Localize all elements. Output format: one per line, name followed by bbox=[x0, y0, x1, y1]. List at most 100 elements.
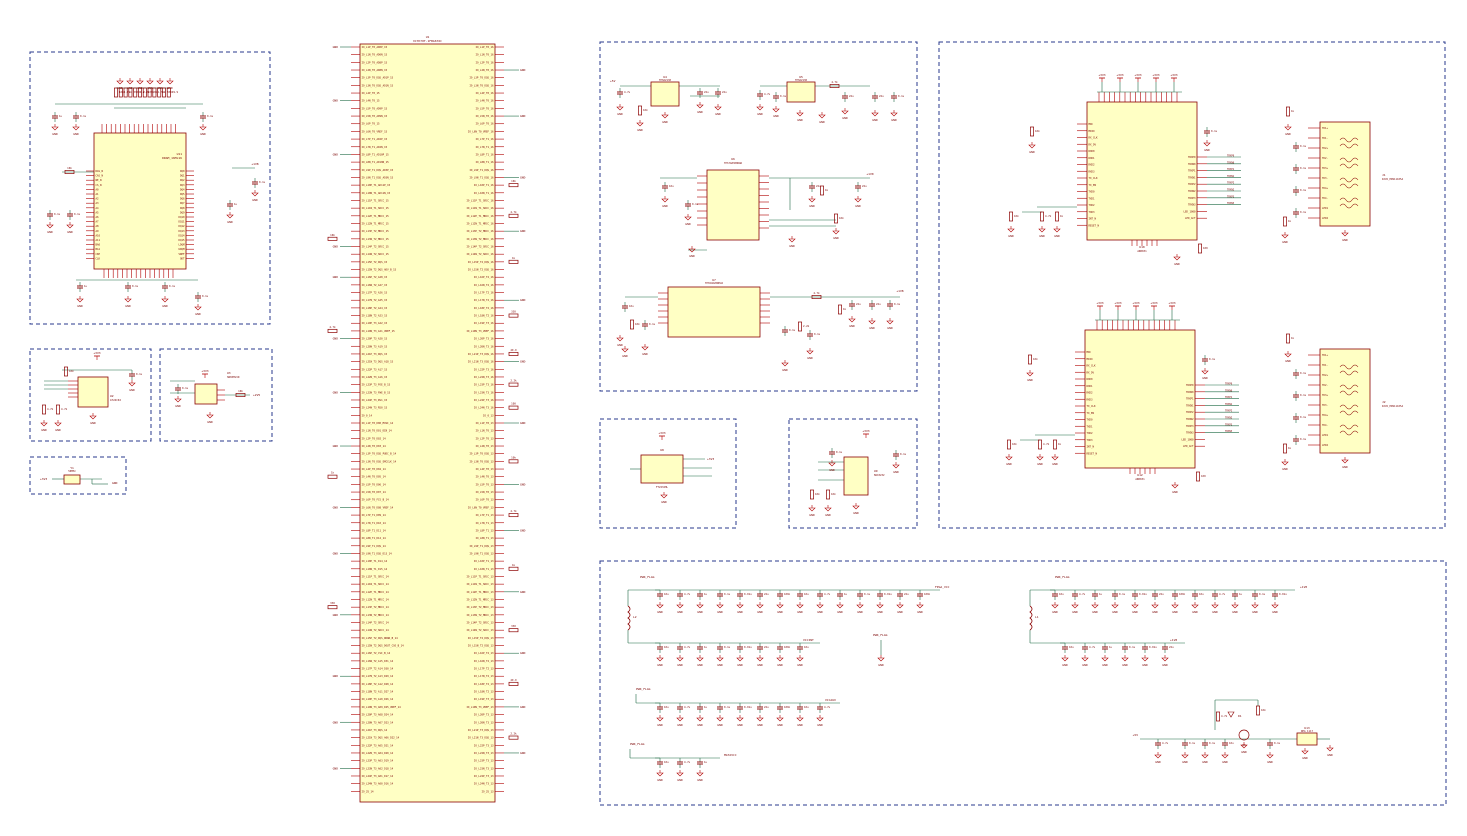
capacitor-value: 10u bbox=[669, 184, 674, 188]
resistor-body bbox=[1256, 705, 1260, 716]
pin-name: TRXN0 bbox=[1186, 390, 1194, 394]
ground-icon bbox=[1111, 604, 1119, 609]
ground-label: GND bbox=[1054, 234, 1060, 238]
resistor: 1k bbox=[508, 256, 519, 264]
pin-name: RESET_N bbox=[1087, 451, 1098, 455]
pin-name: IO_L5P_T0_13 bbox=[475, 482, 494, 486]
pin-name: IO_L14N_T2_SRCC_16 bbox=[466, 252, 494, 256]
capacitor-value: 0.1u bbox=[1211, 129, 1218, 133]
capacitor: 100n bbox=[777, 590, 791, 600]
left-net-label: GND bbox=[333, 390, 339, 394]
pin-name: DQ6 bbox=[180, 197, 185, 201]
rj45-j1 bbox=[1319, 121, 1371, 227]
pin-name: RX_DV bbox=[1087, 370, 1095, 374]
pin-name: DQ3 bbox=[180, 183, 185, 187]
ground-symbol: GND bbox=[1181, 752, 1189, 764]
pin-name: IO_L5P_T0_16 bbox=[475, 106, 494, 110]
ground-symbol: GND bbox=[916, 602, 924, 614]
ground-symbol: GND bbox=[868, 318, 876, 330]
resistor: 1k bbox=[1053, 439, 1062, 450]
resistor-body bbox=[508, 382, 519, 387]
pin-name: IO_L1N_T0_13 bbox=[475, 429, 494, 433]
pin-name: RESET_N bbox=[1089, 223, 1100, 227]
pin-name: IO_L2P_T0_AD8P_15 bbox=[362, 60, 388, 64]
ground-icon bbox=[166, 80, 174, 85]
resistor: 10k bbox=[1009, 211, 1019, 222]
pin-name: TXD2 bbox=[1087, 431, 1094, 435]
capacitor: 0.1u bbox=[1293, 142, 1307, 152]
transformer-coil-icon bbox=[1339, 183, 1359, 189]
pin-name: IO_L21P_T3_DQS_13 bbox=[468, 728, 494, 732]
pin-name: IO_L16P_T2_CSI_B_14 bbox=[362, 651, 391, 655]
capacitor-value: 0.1u bbox=[182, 386, 189, 390]
pin-name: IO_L5N_T0_D07_14 bbox=[362, 490, 387, 494]
ground-label: GND bbox=[797, 118, 803, 122]
pin-name: TRXP0 bbox=[1188, 155, 1196, 159]
pin-name: DQ10 bbox=[178, 215, 185, 219]
ground-label: GND bbox=[657, 778, 663, 782]
ground-icon bbox=[621, 348, 629, 353]
resistor-body bbox=[508, 313, 519, 318]
pin-name: IO_L12N_T1_MRCC_13 bbox=[466, 597, 494, 601]
pin-name: IO_L18N_T2_16 bbox=[474, 314, 494, 318]
capacitor-value: 22u bbox=[704, 90, 709, 94]
rj45-pin: TD2- bbox=[1322, 383, 1329, 387]
ground-label: GND bbox=[1232, 610, 1238, 614]
pin-name: TRXP3 bbox=[1188, 196, 1196, 200]
pin-name: IO_L2P_T0_16 bbox=[475, 60, 494, 64]
ground-symbol: GND bbox=[828, 460, 836, 472]
capacitor-value: 0.1u bbox=[136, 372, 143, 376]
pin-name: IO_L9N_T1_DQS_16 bbox=[469, 175, 494, 179]
pin-name: IO_L24N_T3_A00_D16_14 bbox=[362, 782, 394, 786]
ground-label: GND bbox=[849, 324, 855, 328]
pin-name: IO_L3N_T0_DQS_EMCCLK_14 bbox=[362, 459, 397, 463]
resistor: 330 bbox=[508, 310, 519, 318]
component-layer: 10k4.7k1k33049.92.2k10010k4.7k1k33049.92… bbox=[40, 43, 1371, 803]
ground-symbol: GND bbox=[808, 505, 816, 517]
capacitor: 0.1u bbox=[891, 92, 905, 102]
resistor-body bbox=[1196, 471, 1200, 482]
pin-name: IO_L6N_T0_VREF_13 bbox=[468, 505, 494, 509]
resistor: 1k bbox=[838, 304, 847, 315]
pin-name: TRXP1 bbox=[1188, 169, 1196, 173]
pin-name: A7 bbox=[96, 220, 100, 224]
resistor-value: 49.9 bbox=[172, 90, 179, 94]
pin-name: IO_L12P_T1_MRCC_15 bbox=[362, 214, 390, 218]
eth-trace-label: TRXN2 bbox=[1225, 417, 1233, 420]
resistor: 4.7k bbox=[1038, 439, 1050, 450]
ground-symbol: GND bbox=[1051, 454, 1059, 466]
pin-name: IO_L2P_T0_D02_14 bbox=[362, 436, 387, 440]
pin-name: IO_L9N_T1_DQS_13 bbox=[469, 551, 494, 555]
ground-icon bbox=[124, 298, 132, 303]
ground-icon bbox=[1221, 754, 1229, 759]
capacitor-value: 10u bbox=[664, 760, 669, 764]
ground-label: GND bbox=[842, 116, 848, 120]
capacitor: 4.7u bbox=[757, 90, 771, 100]
capacitor: 10u bbox=[622, 302, 634, 312]
pin-name: IO_L24P_T3_13 bbox=[474, 774, 494, 778]
ground-label: GND bbox=[1152, 610, 1158, 614]
pin-name: IO_L9N_T1_DQS_AD3N_15 bbox=[362, 175, 394, 179]
ground-icon bbox=[796, 717, 804, 722]
pin-name: IO_L15P_T2_DQS_RDWR_B_14 bbox=[362, 636, 399, 640]
ground-icon bbox=[636, 122, 644, 127]
pin-name: IO_L15P_T2_DQS_13 bbox=[468, 636, 494, 640]
ground-label: GND bbox=[167, 86, 173, 90]
ground-label: GND bbox=[1302, 756, 1308, 760]
ground-symbol: GND bbox=[772, 106, 780, 118]
ground-symbol: GND bbox=[174, 396, 182, 408]
capacitor: 4.7u bbox=[677, 643, 691, 653]
eth-trace-label: TRXN0 bbox=[1225, 389, 1233, 392]
ground-symbol: GND bbox=[1211, 602, 1219, 614]
ground-icon bbox=[1091, 604, 1099, 609]
resistor-value: 10k bbox=[69, 369, 74, 373]
resistor: 10k bbox=[114, 87, 124, 98]
left-net-label: GND bbox=[333, 337, 339, 341]
rj45-pin: TD3+ bbox=[1322, 166, 1329, 170]
wire-layer bbox=[44, 46, 1330, 792]
pin-name: IO_L24N_T3_RS0_15 bbox=[362, 406, 388, 410]
pin-name: A8 bbox=[96, 224, 100, 228]
right-net-label: GND bbox=[520, 482, 526, 486]
capacitor: 0.1u bbox=[125, 282, 139, 292]
eth-trace-label: TRXP1 bbox=[1227, 168, 1235, 171]
